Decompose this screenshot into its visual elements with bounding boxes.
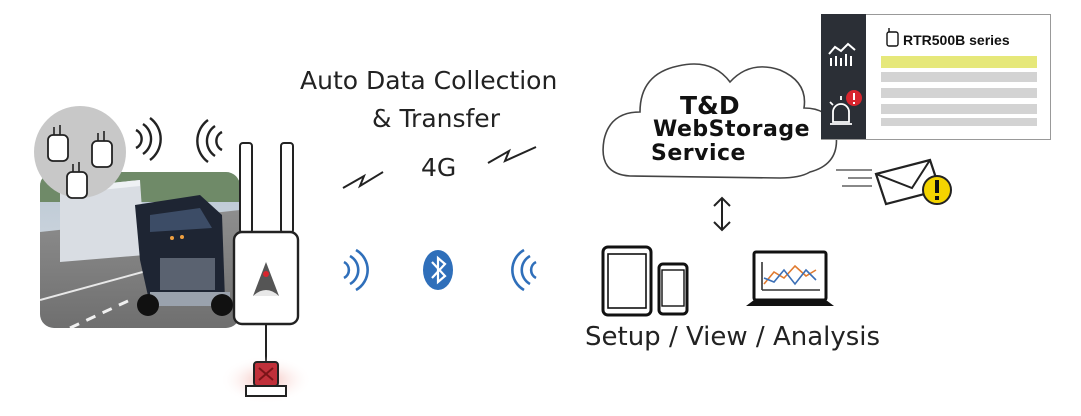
- smartphone-icon: [657, 262, 689, 316]
- heading-line2: & Transfer: [372, 104, 500, 133]
- heading-line1: Auto Data Collection: [300, 66, 558, 95]
- panel-row: [881, 56, 1037, 68]
- updown-arrow-icon: [713, 196, 731, 232]
- network-label: 4G: [421, 153, 457, 182]
- panel-row: [881, 72, 1037, 82]
- warning-icon: [922, 175, 952, 205]
- panel-row: [881, 118, 1037, 126]
- wifi-signal-icon: [135, 117, 162, 161]
- cloud-title-line1: T&D: [680, 91, 740, 120]
- cloud-shape: [602, 63, 838, 179]
- cloud-title-line2: WebStorage: [653, 117, 810, 142]
- chart-icon: [761, 262, 820, 291]
- wireless-link-icon: [342, 146, 537, 189]
- logger-icon: [47, 134, 113, 199]
- logger-icon: [886, 28, 899, 47]
- alarm-light-icon: [220, 356, 312, 404]
- alarm-light-icon: [829, 96, 852, 125]
- bluetooth-icon: [423, 250, 453, 290]
- panel-sidebar: [821, 14, 866, 139]
- cloud-title-line3: Service: [651, 141, 746, 166]
- chart-icon: [828, 42, 856, 66]
- laptop-icon: [746, 250, 834, 306]
- truck-photo: [40, 172, 240, 328]
- panel-row: [881, 104, 1037, 114]
- panel-row: [881, 88, 1037, 98]
- wifi-signal-icon: [511, 248, 537, 292]
- panel-graphics: [828, 28, 1037, 126]
- wifi-signal-icon: [343, 248, 369, 292]
- bottom-label: Setup / View / Analysis: [585, 322, 881, 352]
- wifi-signal-icon: [196, 119, 223, 163]
- panel-title: RTR500B series: [903, 32, 1010, 48]
- gateway-device-icon: [232, 142, 300, 362]
- tablet-icon: [601, 245, 653, 317]
- logger-cluster: [34, 106, 126, 199]
